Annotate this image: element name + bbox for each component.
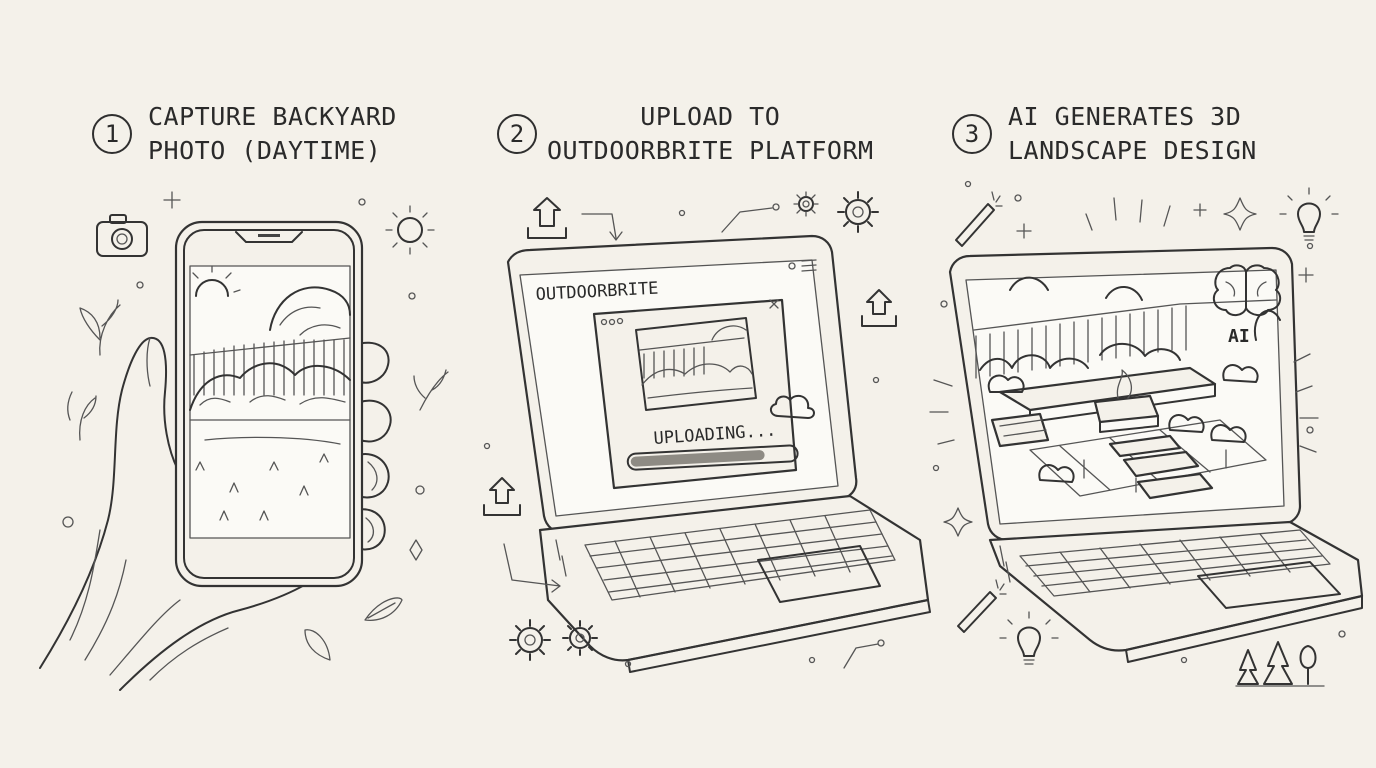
- gear-icon: [793, 191, 819, 217]
- dot-decoration: [932, 464, 940, 472]
- upload-icon: [483, 477, 521, 516]
- dot-decoration: [408, 292, 416, 300]
- burst-lines: [1085, 197, 1171, 231]
- upload-dialog: [592, 298, 798, 490]
- menu-icon: [788, 259, 817, 272]
- dot-decoration: [1306, 242, 1314, 250]
- laptop-2: OUTDOORBRITE: [506, 234, 931, 673]
- upload-preview-photo: [635, 317, 757, 411]
- gear-icon: [837, 191, 879, 233]
- step-2-header: 2 UPLOAD TO OUTDOORBRITE PLATFORM: [497, 100, 874, 168]
- upload-icon: [527, 197, 567, 239]
- step-2-title-line1: UPLOAD TO: [640, 102, 781, 131]
- sparkle-icon: [1193, 203, 1207, 217]
- step-1-header: 1 CAPTURE BACKYARD PHOTO (DAYTIME): [92, 100, 397, 168]
- dot-decoration: [678, 209, 686, 217]
- dot-decoration: [772, 203, 780, 211]
- sparkle-icon: [409, 539, 423, 561]
- tree-icon: [1235, 641, 1325, 687]
- phone-backyard-photo: [189, 265, 351, 521]
- dot-decoration: [415, 485, 425, 495]
- step-3-title-line2: LANDSCAPE DESIGN: [1008, 136, 1257, 165]
- dot-decoration: [940, 300, 948, 308]
- laptop-2-ports: [555, 539, 567, 577]
- dot-decoration: [1338, 630, 1346, 638]
- ai-badge: AI: [1228, 326, 1250, 347]
- upload-icon: [861, 289, 897, 327]
- laptop-2-trackpad: [757, 545, 881, 603]
- gear-icon: [562, 620, 598, 656]
- dot-decoration: [136, 281, 144, 289]
- upload-progress-fill: [630, 450, 765, 467]
- dot-decoration: [624, 660, 632, 668]
- gear-icon: [509, 619, 551, 661]
- sparkle-icon: [943, 507, 973, 537]
- step-2-title-line2: OUTDOORBRITE PLATFORM: [547, 136, 874, 165]
- dot-decoration: [872, 376, 880, 384]
- step-3-number: 3: [952, 114, 992, 154]
- dot-decoration: [62, 516, 74, 528]
- dot-decoration: [964, 180, 972, 188]
- step-1-title: CAPTURE BACKYARD PHOTO (DAYTIME): [148, 100, 397, 168]
- laptop-3-keyboard: [1019, 529, 1331, 597]
- laptop-3-ports: [999, 545, 1011, 583]
- sun-icon: [385, 205, 435, 255]
- step-3-title-line1: AI GENERATES 3D: [1008, 102, 1242, 131]
- arrow-decoration: [503, 543, 561, 593]
- dot-decoration: [877, 639, 885, 647]
- phone-illustration: [174, 220, 364, 588]
- dot-decoration: [1306, 426, 1314, 434]
- dot-decoration: [483, 442, 491, 450]
- step-3-title: AI GENERATES 3D LANDSCAPE DESIGN: [1008, 100, 1257, 168]
- landscape-3d-render: [973, 276, 1281, 500]
- laptop-3-trackpad: [1197, 561, 1341, 609]
- dot-decoration: [358, 198, 366, 206]
- sparkle-icon: [163, 191, 181, 209]
- step-2-number: 2: [497, 114, 537, 154]
- brain-icon: [1212, 264, 1282, 316]
- connector-line: [843, 643, 879, 669]
- sparkle-icon: [1016, 223, 1032, 239]
- upload-progress-bar: [626, 444, 799, 471]
- dot-decoration: [808, 656, 816, 664]
- cloud-icon: [770, 394, 815, 419]
- arrow-decoration: [581, 213, 623, 241]
- camera-icon: [96, 214, 148, 257]
- step-1-number: 1: [92, 114, 132, 154]
- magic-wand-icon: [955, 191, 1003, 247]
- connector-line: [721, 207, 773, 233]
- step-2-title: UPLOAD TO OUTDOORBRITE PLATFORM: [547, 100, 874, 168]
- lightbulb-icon: [999, 611, 1059, 665]
- step-1-title-line1: CAPTURE BACKYARD: [148, 102, 397, 131]
- window-controls: [600, 317, 624, 326]
- laptop-2-keyboard: [584, 509, 896, 601]
- sparkle-icon: [1223, 197, 1257, 231]
- close-icon[interactable]: [769, 299, 779, 309]
- leaf-icon: [67, 299, 449, 661]
- laptop-3: AI: [948, 246, 1364, 663]
- hand-illustration: [39, 336, 392, 691]
- dot-decoration: [1014, 194, 1022, 202]
- step-1-title-line2: PHOTO (DAYTIME): [148, 136, 382, 165]
- burst-lines: [929, 353, 1319, 453]
- lightbulb-icon: [1279, 187, 1339, 241]
- dot-decoration: [1180, 656, 1188, 664]
- step-3-header: 3 AI GENERATES 3D LANDSCAPE DESIGN: [952, 100, 1257, 168]
- sparkle-icon: [1298, 267, 1314, 283]
- magic-wand-icon: [957, 579, 1007, 633]
